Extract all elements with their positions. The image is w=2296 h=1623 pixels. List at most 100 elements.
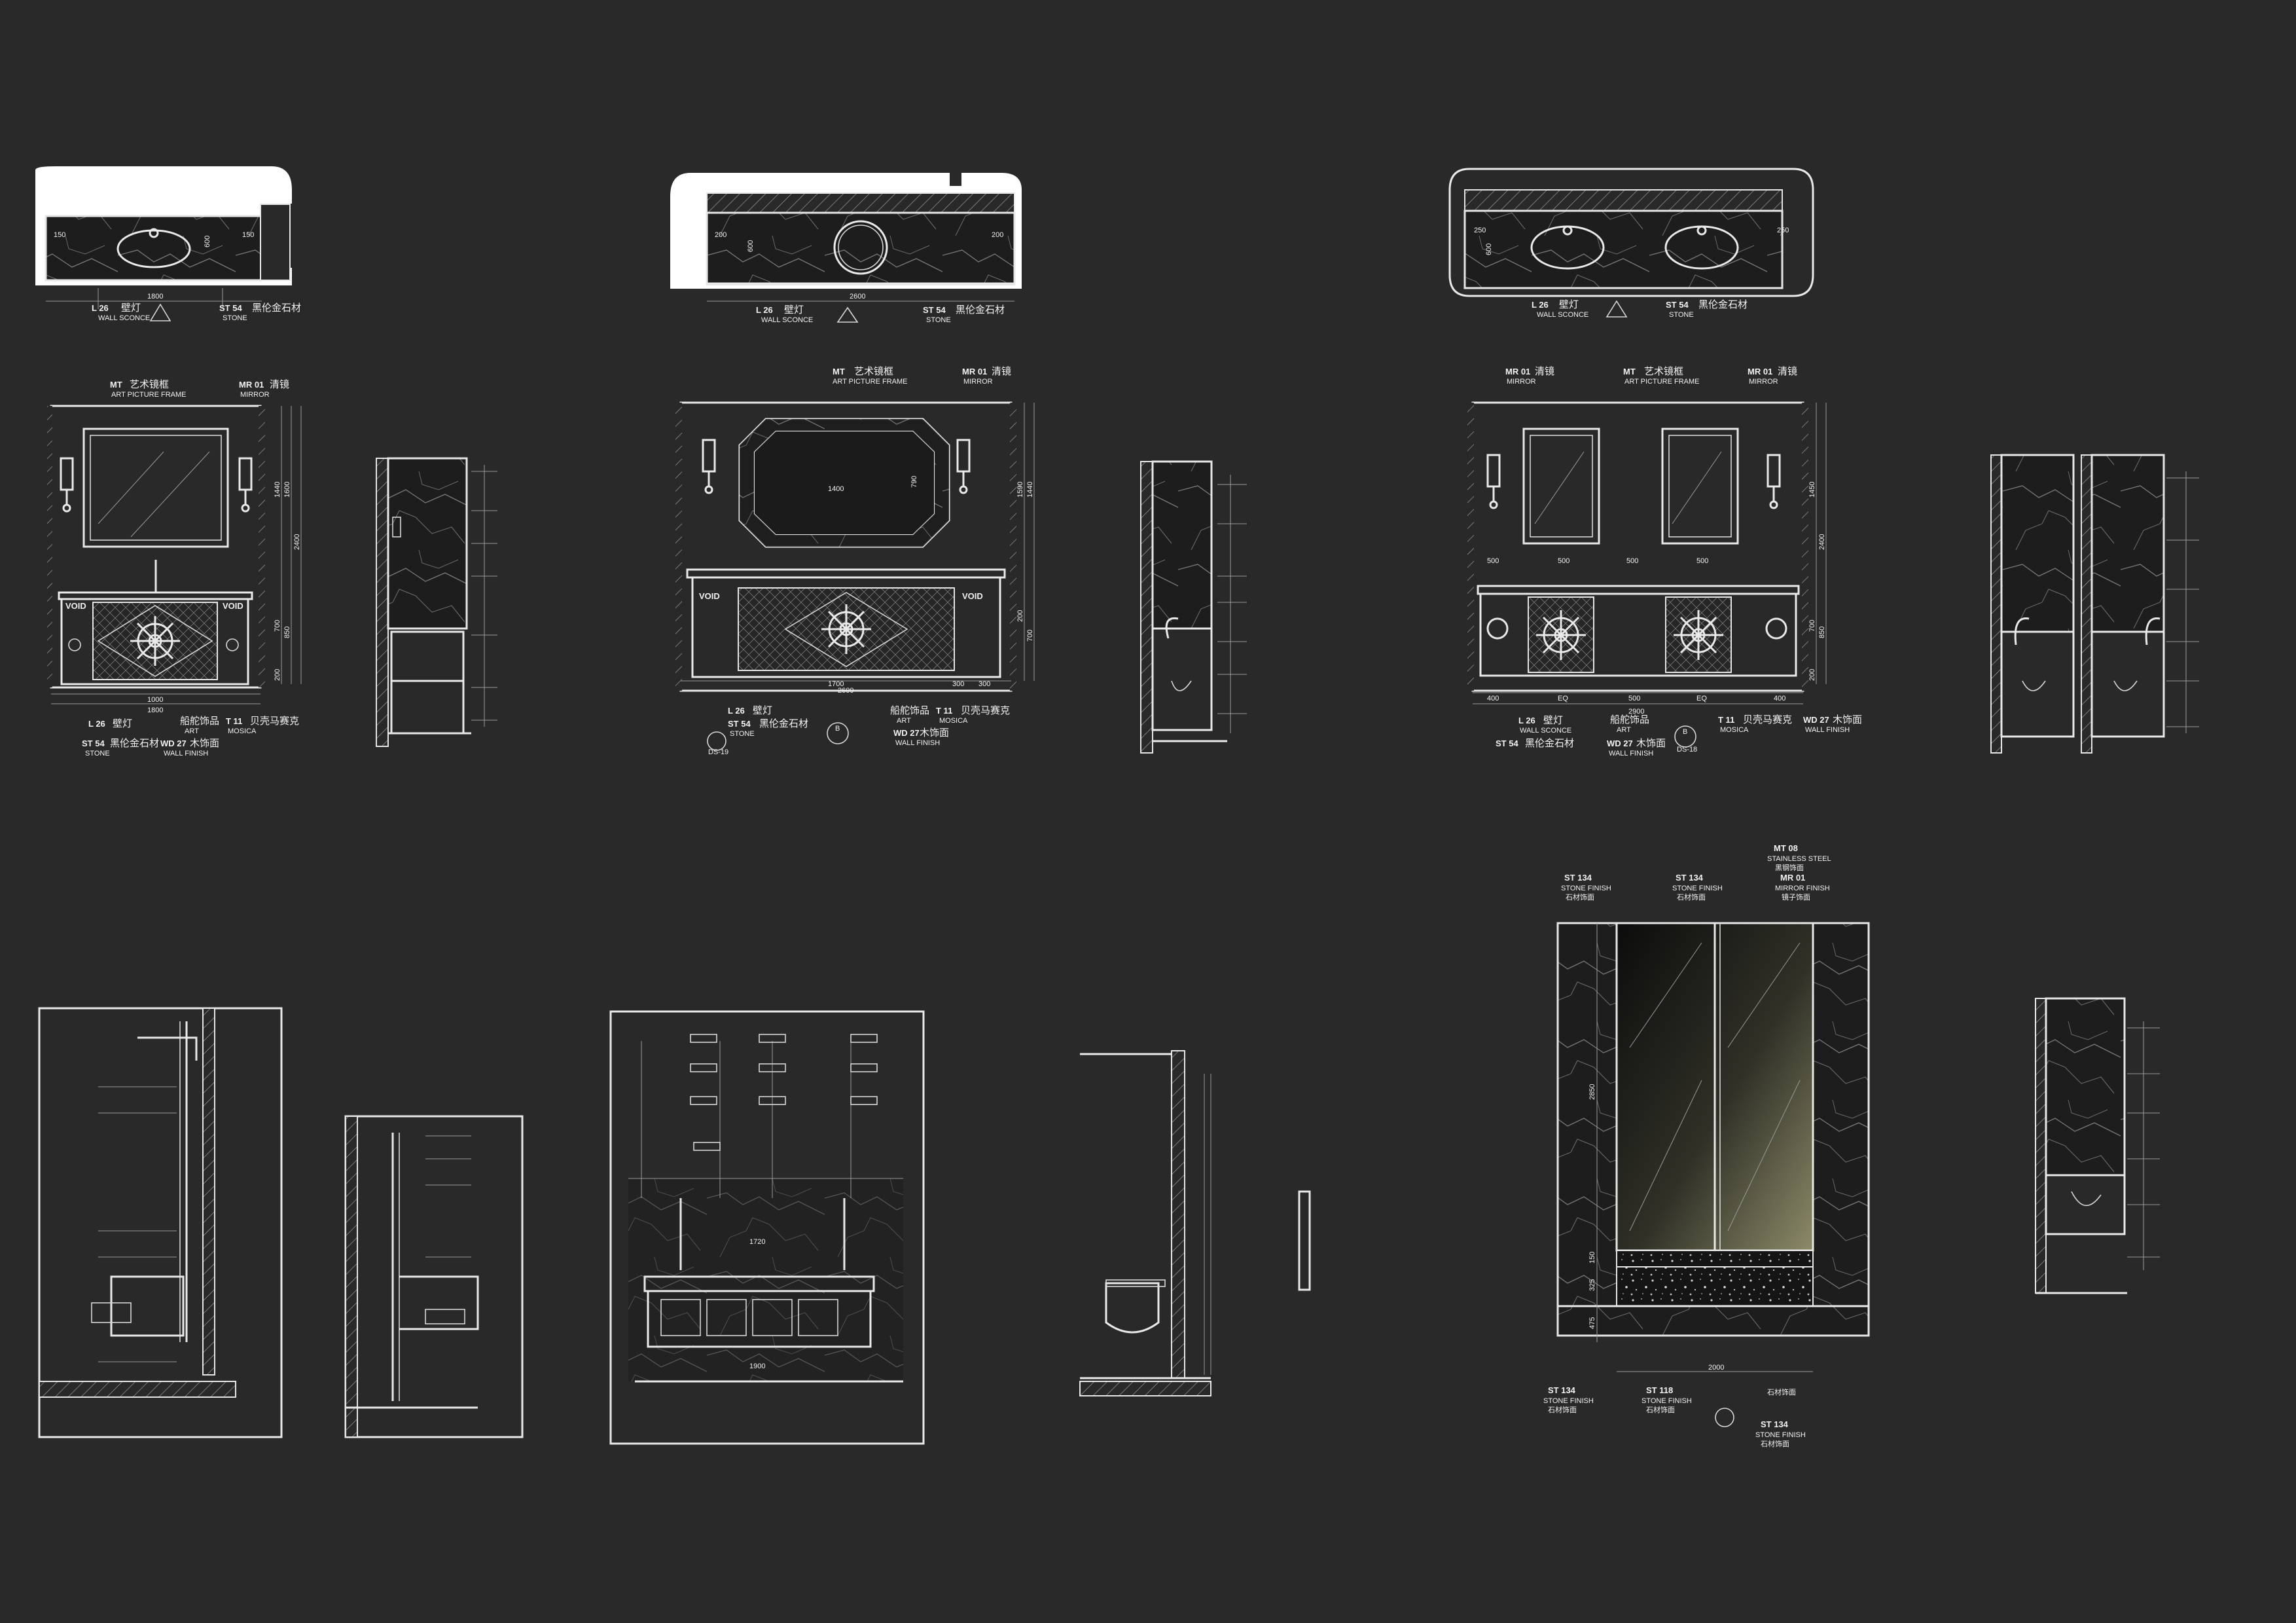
dimension: 700 [274, 620, 281, 632]
material-tag: WD 27 [893, 728, 920, 738]
dimension: 2400 [293, 534, 301, 550]
dimension: 850 [1818, 627, 1826, 638]
material-note: WALL FINISH [1609, 750, 1653, 757]
dimension: 700 [1808, 620, 1816, 632]
section-marker: DS-19 [708, 748, 728, 756]
material-note: 艺术镜框 [1644, 365, 1683, 377]
material-note: STAINLESS STEEL [1767, 855, 1831, 863]
material-note: STONE [1669, 311, 1694, 319]
dimension: 500 [1626, 557, 1638, 565]
material-tag: WD 27 [1607, 739, 1633, 748]
dimension: 500 [1558, 557, 1570, 565]
material-note: ART PICTURE FRAME [1624, 378, 1700, 386]
material-note: 木饰面 [190, 738, 219, 749]
material-note: 石材饰面 [1566, 892, 1594, 902]
material-tag: MR 01 [1748, 367, 1772, 376]
material-tag: L 26 [756, 305, 773, 315]
dimension: 475 [1588, 1317, 1596, 1329]
dimension: 200 [1808, 669, 1816, 681]
material-note: 石材饰面 [1548, 1405, 1577, 1414]
dimension: 250 [1474, 227, 1486, 234]
dimension: 200 [715, 231, 726, 239]
material-note: 镜子饰面 [1782, 892, 1810, 902]
dimension: 2600 [850, 293, 865, 301]
dimension: 1900 [749, 1362, 765, 1370]
plan-view-2: 2600 200 200 600 L 26 壁灯 WALL SCONCE ST … [670, 173, 1022, 324]
material-tag: ST 54 [1496, 739, 1518, 748]
material-note: 木饰面 [1833, 714, 1862, 725]
section-b [1140, 460, 1247, 754]
wc-section [1079, 1050, 1311, 1396]
material-note: STONE FINISH [1561, 884, 1611, 892]
dimension: 200 [274, 669, 281, 681]
material-tag: MT [110, 380, 122, 390]
material-note: 壁灯 [1543, 715, 1563, 726]
plan-view-1: 1800 150 150 600 L 26 壁灯 WALL SCONCE ST … [35, 166, 301, 322]
material-note: STONE [223, 314, 247, 322]
material-note: STONE FINISH [1672, 884, 1723, 892]
material-tag: L 26 [1518, 716, 1535, 725]
material-note: 木饰面 [920, 727, 949, 739]
material-note: 壁灯 [753, 705, 772, 716]
material-tag: T 11 [1718, 715, 1734, 725]
material-tag: ST 54 [923, 305, 946, 315]
material-note: 木饰面 [1636, 738, 1666, 749]
dimension: 1700 [828, 680, 844, 688]
dimension: 1800 [147, 706, 163, 714]
material-note: 贝壳马赛克 [961, 705, 1010, 716]
dimension: 1440 [274, 482, 281, 498]
dimension: 1450 [1808, 482, 1816, 498]
material-tag: ST 134 [1761, 1419, 1789, 1429]
material-note: STONE [730, 730, 755, 738]
material-tag: L 26 [92, 303, 109, 313]
material-tag: WD 27 [160, 739, 187, 748]
material-note: 清镜 [1535, 365, 1554, 377]
detail-section-3 [2035, 997, 2160, 1294]
material-tag: ST 134 [1564, 873, 1592, 883]
material-note: 黑伦金石材 [252, 302, 301, 314]
material-tag: ST 134 [1548, 1385, 1576, 1395]
material-tag: ST 54 [1666, 300, 1689, 310]
material-note: MOSICA [228, 727, 257, 735]
material-note: ART PICTURE FRAME [111, 391, 187, 399]
dimension: 600 [204, 236, 211, 247]
material-tag: MT [833, 367, 845, 376]
material-tag: WD 27 [1803, 715, 1829, 725]
dimension: 150 [242, 231, 254, 239]
dimension: 150 [1588, 1252, 1596, 1264]
void-label: VOID [699, 591, 720, 601]
material-note: 船舵饰品 [180, 716, 219, 727]
material-note: 贝壳马赛克 [250, 716, 299, 727]
material-tag: T 11 [936, 706, 952, 716]
dimension: 1000 [147, 696, 163, 704]
door-detail-elevation: 2850 150 325 475 2000 ST 134 STONE FINIS… [1543, 843, 1870, 1448]
material-tag: T 11 [226, 716, 242, 726]
elevation-b: VOID VOID 1400 790 2600 300 300 1700 159… [675, 365, 1035, 756]
material-note: 黑钢饰面 [1775, 863, 1804, 872]
material-note: WALL FINISH [1805, 726, 1850, 734]
material-note: 艺术镜框 [854, 365, 893, 377]
material-note: ART [897, 717, 911, 725]
material-note: 黑伦金石材 [110, 738, 159, 749]
material-note: 壁灯 [113, 718, 132, 729]
material-note: MOSICA [939, 717, 968, 725]
material-note: STONE FINISH [1755, 1431, 1806, 1439]
elevation-c: 500 500 500 500 400 EQ 500 EQ 400 2900 1… [1467, 365, 1862, 757]
dimension: EQ [1696, 695, 1707, 702]
material-note: WALL FINISH [164, 750, 208, 757]
dimension: 2000 [1708, 1364, 1724, 1372]
material-note: 壁灯 [121, 302, 141, 314]
dimension: 1400 [828, 485, 844, 493]
section-marker: DS-18 [1677, 746, 1697, 754]
material-note: 艺术镜框 [130, 378, 169, 390]
material-note: 石材饰面 [1767, 1387, 1796, 1396]
material-note: ART [1617, 726, 1631, 734]
material-note: WALL SCONCE [1520, 727, 1571, 735]
dimension: 1600 [283, 482, 291, 498]
dimension: 600 [747, 240, 755, 252]
material-note: ART [185, 727, 199, 735]
material-tag: ST 54 [219, 303, 242, 313]
material-note: WALL FINISH [895, 739, 940, 747]
material-tag: L 26 [1532, 300, 1549, 310]
